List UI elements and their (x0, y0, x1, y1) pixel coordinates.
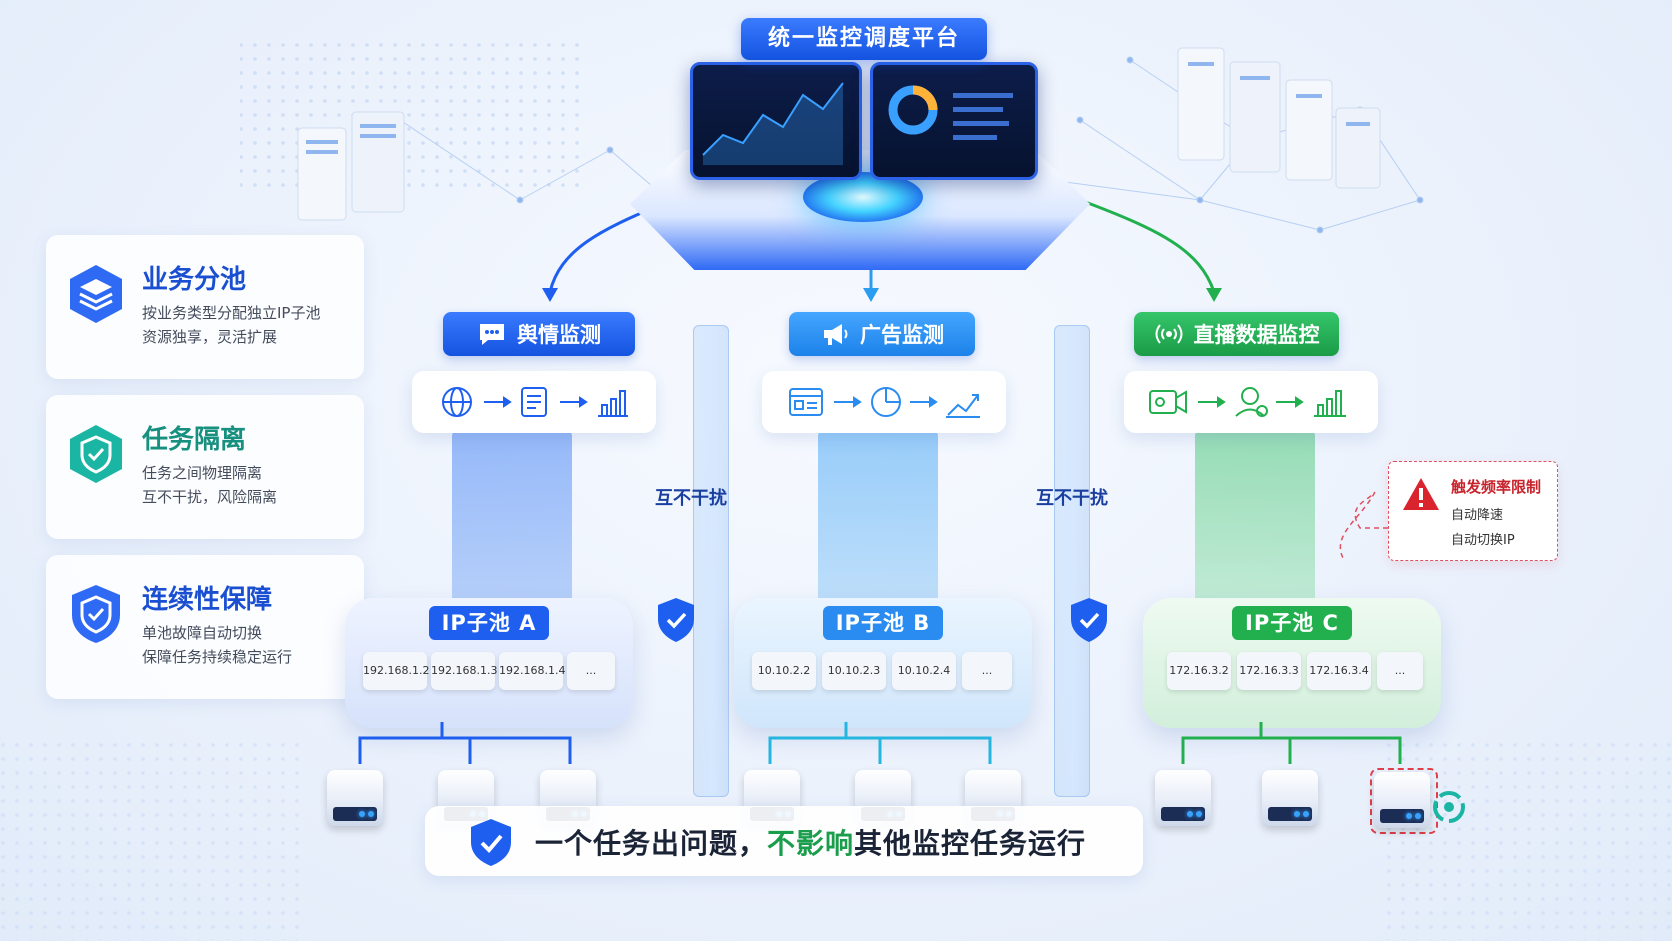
feature-desc: 单池故障自动切换 保障任务持续稳定运行 (142, 621, 292, 669)
viewer-icon (1241, 387, 1259, 405)
flow-row (1149, 387, 1346, 417)
flow-card-b (762, 371, 1006, 433)
pool-label: IP子池 A (429, 606, 549, 640)
ip-pool-c: IP子池 C 172.16.3.2 172.16.3.3 172.16.3.4 … (1143, 598, 1441, 728)
module-header-ads: 广告监测 (789, 312, 975, 356)
ip-chip: 172.16.3.3 (1237, 652, 1301, 690)
ip-chip: 172.16.3.2 (1167, 652, 1231, 690)
feature-title: 连续性保障 (142, 585, 273, 615)
server-rack-left (297, 111, 405, 221)
ip-chip: 10.10.2.3 (822, 652, 886, 690)
ip-chip-more: ... (962, 652, 1012, 690)
module-header-sentiment: 舆情监测 (443, 312, 635, 356)
isolation-wall-left (693, 325, 729, 797)
bottom-banner: 一个任务出问题，不影响其他监控任务运行 (425, 806, 1143, 876)
feature-desc-line: 单池故障自动切换 (142, 624, 263, 642)
feature-card-continuity: 连续性保障 单池故障自动切换 保障任务持续稳定运行 (46, 555, 364, 699)
feature-card-pooling: 业务分池 按业务类型分配独立IP子池 资源独享，灵活扩展 (46, 235, 364, 379)
chat-bubble-icon (480, 324, 504, 345)
megaphone-icon (824, 324, 848, 345)
alert-title: 触发频率限制 (1451, 478, 1542, 496)
module-title: 直播数据监控 (1193, 323, 1320, 347)
dot-field-left (0, 740, 300, 940)
pool-connectors-c (1181, 722, 1402, 764)
shield-check-icon (471, 819, 511, 866)
flow-row (442, 387, 628, 417)
browser-window-icon (789, 388, 823, 416)
server-node (1262, 770, 1318, 826)
data-beam-b (818, 430, 938, 620)
feature-desc: 按业务类型分配独立IP子池 资源独享，灵活扩展 (142, 301, 320, 349)
feature-desc: 任务之间物理隔离 互不干扰，风险隔离 (142, 461, 277, 509)
donut-chart-icon (888, 85, 1013, 140)
server-rack-right (1177, 47, 1381, 189)
pool-label: IP子池 B (823, 606, 943, 640)
ip-chip: 10.10.2.4 (892, 652, 956, 690)
isolation-wall-right (1054, 325, 1090, 797)
shield-check-icon (72, 585, 120, 643)
alert-line: 自动降速 (1451, 508, 1504, 523)
ip-chip-more: ... (1377, 652, 1423, 690)
pool-connectors-b (768, 722, 992, 764)
feature-title: 任务隔离 (142, 425, 247, 455)
shield-check-icon (1071, 598, 1107, 642)
ip-pool-b: IP子池 B 10.10.2.2 10.10.2.3 10.10.2.4 ... (734, 598, 1032, 728)
ip-chip: 192.168.1.2 (363, 652, 429, 690)
data-beam-c (1195, 430, 1315, 620)
server-node (1155, 770, 1211, 826)
failover-highlight (1370, 768, 1438, 834)
server-node (327, 770, 383, 826)
trend-line-icon (947, 394, 979, 416)
ip-chip-more: ... (567, 652, 615, 690)
alert-connector (1339, 491, 1388, 561)
banner-text: 一个任务出问题，不影响其他监控任务运行 (535, 822, 1086, 862)
warning-icon (1403, 478, 1439, 510)
banner-text-part: 一个任务出问题， (535, 827, 768, 860)
data-beam-a (452, 430, 572, 620)
layers-icon (70, 265, 122, 323)
ip-chip: 172.16.3.4 (1307, 652, 1371, 690)
dot-field-right (1380, 740, 1672, 940)
feature-desc-line: 任务之间物理隔离 (142, 464, 263, 482)
flow-card-c (1124, 371, 1378, 433)
module-header-livestream: 直播数据监控 (1134, 312, 1339, 356)
platform-core-glow (803, 172, 923, 222)
document-icon (521, 387, 547, 417)
switch-cycle-icon (1433, 791, 1465, 823)
ip-chip: 10.10.2.2 (752, 652, 816, 690)
pool-connectors-a (358, 722, 572, 764)
alert-line: 自动切换IP (1451, 533, 1515, 548)
ip-pool-a: IP子池 A 192.168.1.2 192.168.1.3 192.168.1… (345, 598, 633, 728)
area-chart-icon (702, 82, 844, 165)
isolation-label: 互不干扰 (1036, 488, 1108, 509)
module-title: 舆情监测 (517, 323, 601, 347)
ip-chip: 192.168.1.4 (499, 652, 565, 690)
feature-desc-line: 保障任务持续稳定运行 (142, 648, 293, 666)
shield-check-icon (70, 425, 122, 483)
feature-desc-line: 资源独享，灵活扩展 (142, 328, 278, 346)
banner-text-part: 其他监控任务运行 (854, 827, 1087, 860)
banner-text-highlight: 不影响 (767, 827, 855, 860)
feature-card-isolation: 任务隔离 任务之间物理隔离 互不干扰，风险隔离 (46, 395, 364, 539)
ip-chip: 192.168.1.3 (431, 652, 497, 690)
broadcast-icon (1155, 324, 1182, 344)
flow-card-a (412, 371, 656, 433)
dashboard-screen-left (690, 62, 862, 180)
feature-desc-line: 按业务类型分配独立IP子池 (142, 304, 321, 322)
feature-title: 业务分池 (142, 265, 247, 295)
isolation-label: 互不干扰 (655, 488, 727, 509)
dashboard-screen-right (870, 62, 1038, 180)
world-map-dots (240, 40, 580, 190)
pool-label: IP子池 C (1232, 606, 1352, 640)
server-node-failover (1374, 772, 1430, 828)
feature-desc-line: 互不干扰，风险隔离 (142, 488, 278, 506)
rate-limit-alert: 触发频率限制 自动降速 自动切换IP (1388, 461, 1558, 561)
flow-row (789, 387, 980, 418)
module-title: 广告监测 (860, 323, 944, 347)
shield-check-icon (658, 598, 694, 642)
platform-title: 统一监控调度平台 (741, 18, 987, 60)
